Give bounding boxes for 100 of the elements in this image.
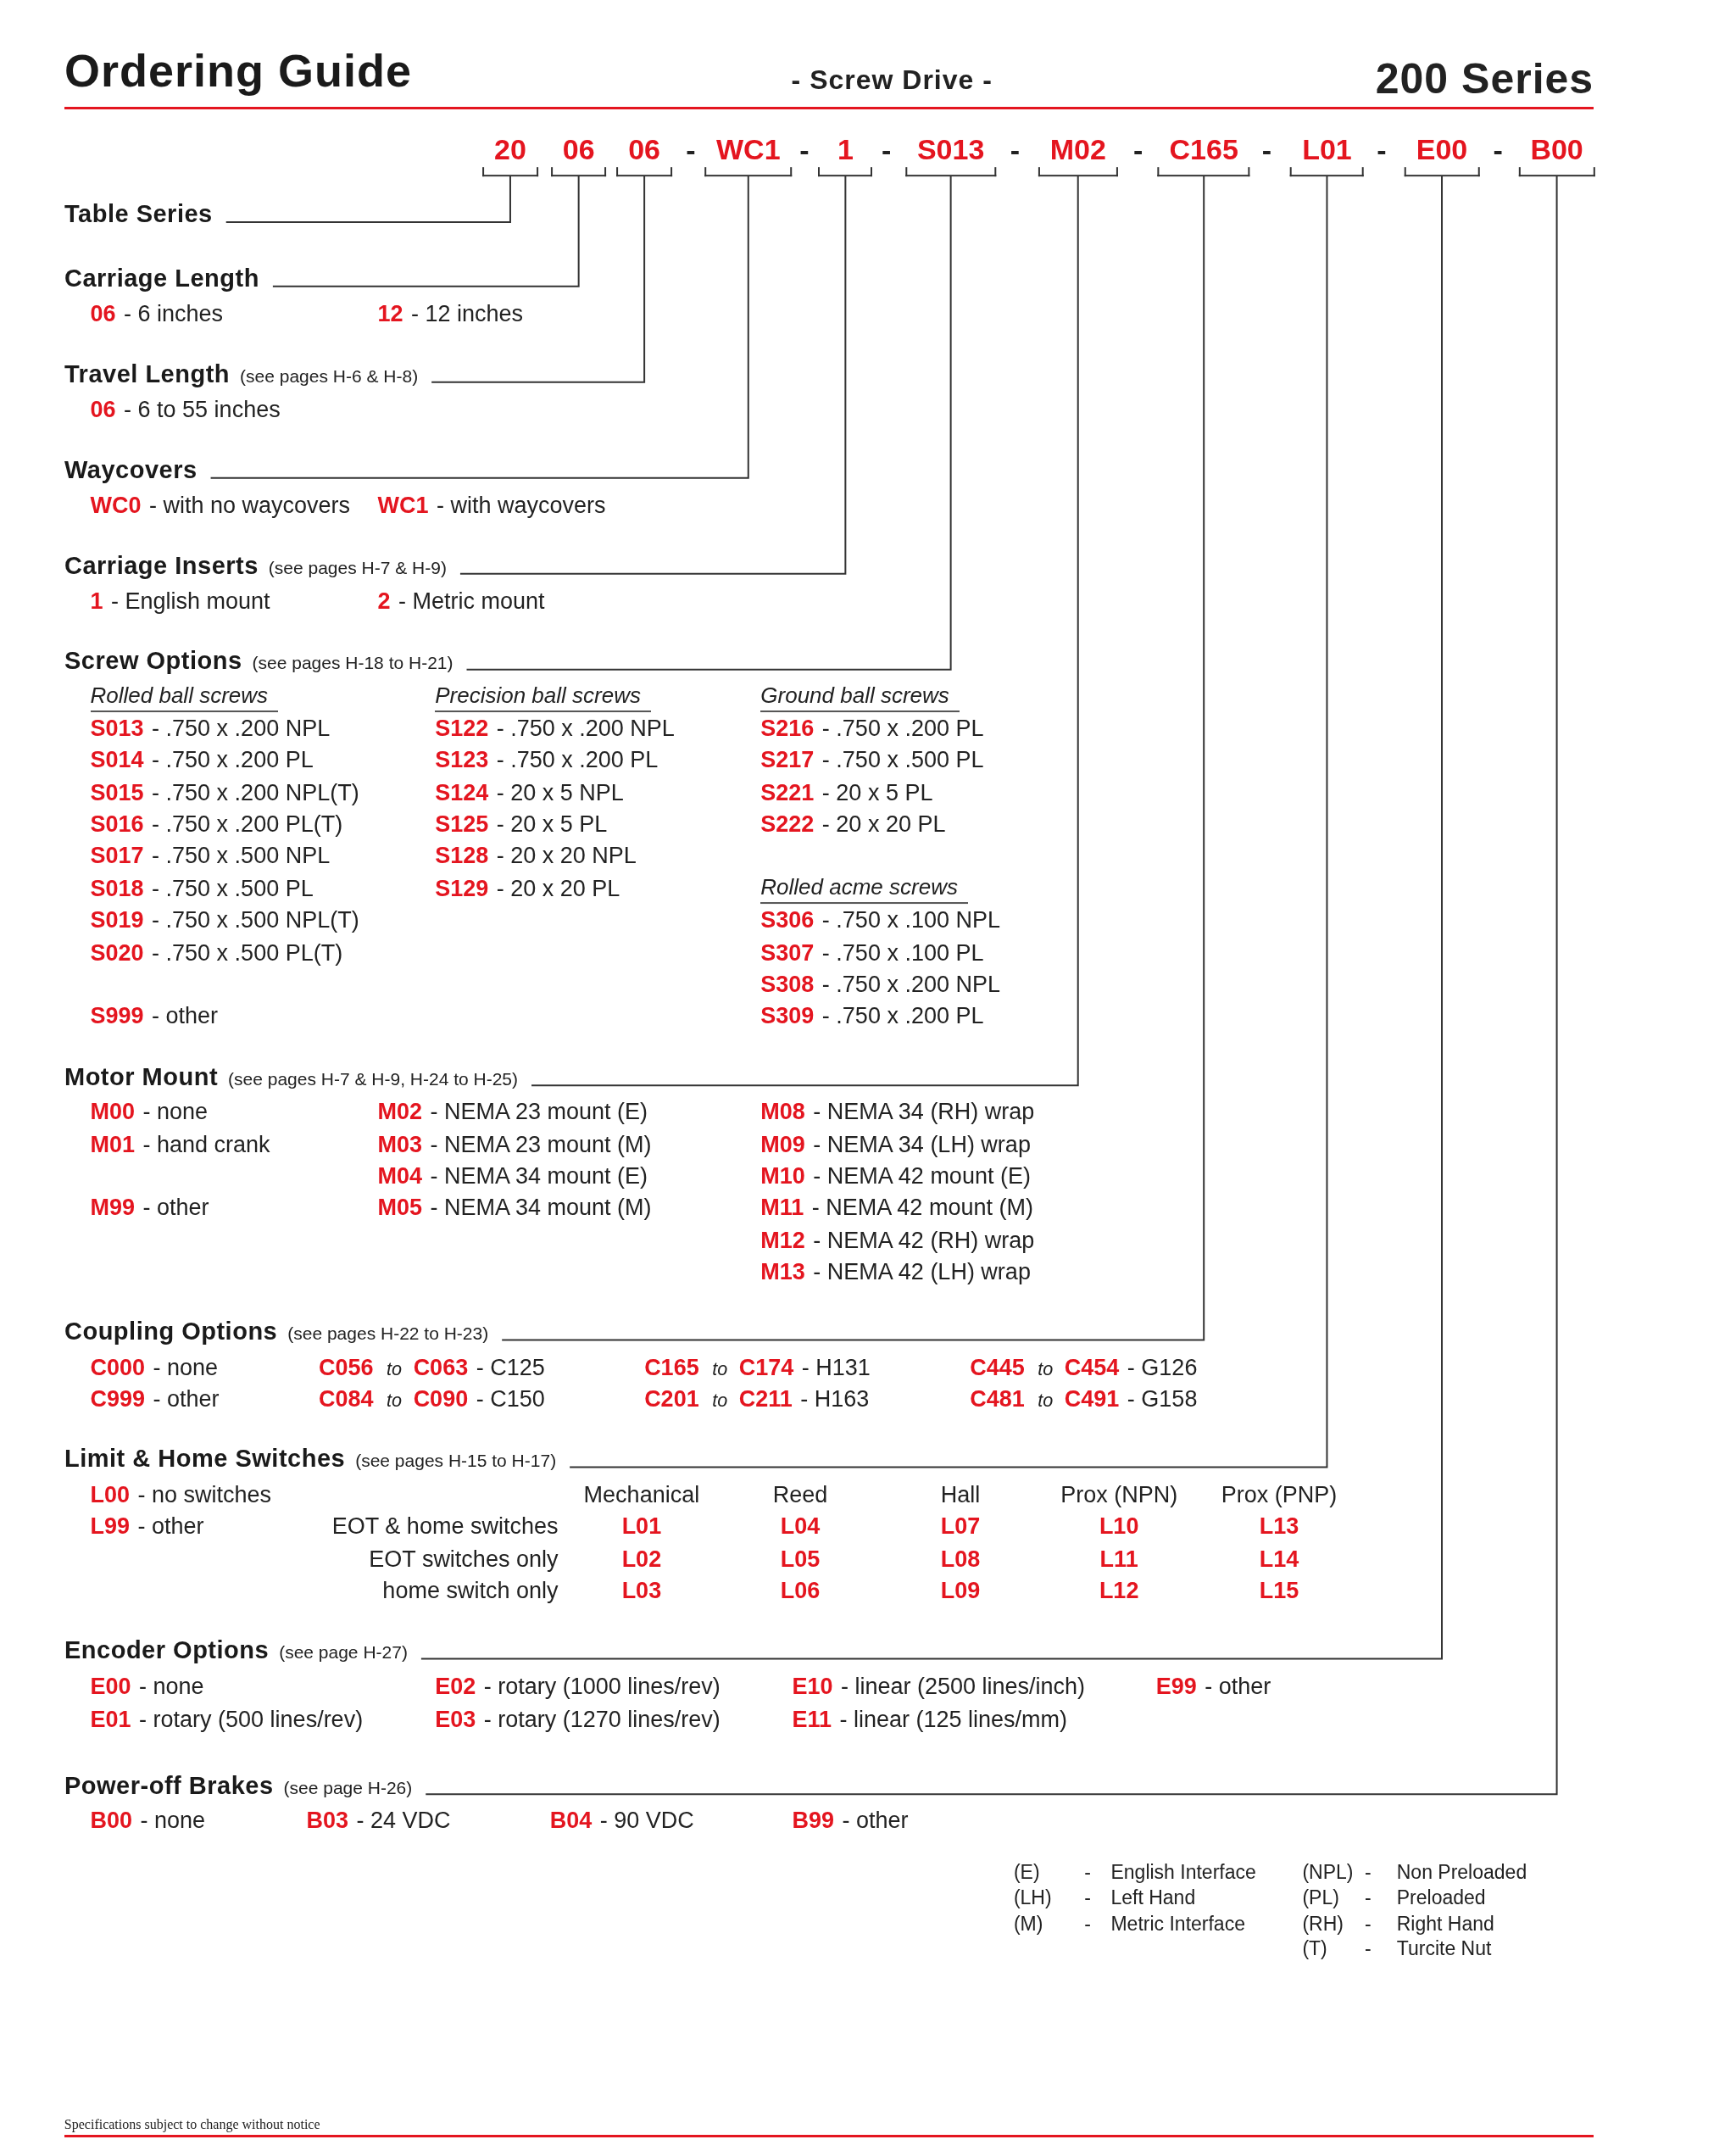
- option-text: S123 - .750 x .200 PL: [435, 747, 659, 774]
- abbreviation: (PL): [1302, 1886, 1339, 1909]
- separator-dash: -: [1084, 1860, 1091, 1883]
- section-title: Limit & Home Switches: [64, 1446, 346, 1472]
- separator-dash: -: [1365, 1912, 1372, 1936]
- option-text: C165 to C174 - H131: [644, 1355, 871, 1382]
- option-text: C056 to C063 - C125: [319, 1355, 545, 1382]
- code-segment: 06: [550, 131, 607, 176]
- option-text: S129 - 20 x 20 PL: [435, 876, 620, 903]
- page-reference: (see page H-27): [279, 1643, 408, 1663]
- part-code: L10: [1099, 1513, 1139, 1540]
- option-text: B03 - 24 VDC: [306, 1808, 451, 1835]
- abbreviation: Right Hand: [1396, 1912, 1494, 1936]
- leader-line: [225, 175, 511, 223]
- part-code: L02: [621, 1546, 662, 1574]
- code-segment: 1: [818, 131, 873, 176]
- section-title: Waycovers: [64, 456, 198, 482]
- option-text: M12 - NEMA 42 (RH) wrap: [760, 1228, 1035, 1255]
- section-title: Travel Length: [64, 360, 231, 387]
- section-title: Coupling Options: [64, 1318, 278, 1345]
- option-text: E01 - rotary (500 lines/rev): [90, 1707, 364, 1734]
- option-text: S221 - 20 x 5 PL: [760, 780, 933, 807]
- abbreviation: English Interface: [1110, 1860, 1256, 1883]
- option-text: S309 - .750 x .200 PL: [760, 1003, 984, 1030]
- leader-line: [465, 175, 952, 671]
- abbreviation: (LH): [1013, 1886, 1052, 1909]
- part-code: L14: [1259, 1546, 1299, 1574]
- column-header: Hall: [940, 1482, 981, 1509]
- abbreviation: (RH): [1302, 1912, 1344, 1936]
- option-text: S124 - 20 x 5 NPL: [435, 780, 624, 807]
- option-text: S217 - .750 x .500 PL: [760, 747, 984, 774]
- section-title: Carriage Inserts: [64, 552, 259, 578]
- option-text: S019 - .750 x .500 NPL(T): [90, 907, 359, 934]
- option-text: B04 - 90 VDC: [549, 1808, 694, 1835]
- option-text: S307 - .750 x .100 PL: [760, 940, 984, 967]
- separator-dash: -: [1084, 1912, 1091, 1936]
- category-heading: Ground ball screws: [760, 683, 960, 712]
- option-text: E02 - rotary (1000 lines/rev): [435, 1674, 721, 1701]
- option-text: 06 - 6 inches: [90, 301, 224, 328]
- section-title: Power-off Brakes: [64, 1772, 274, 1799]
- part-code: L12: [1099, 1578, 1139, 1605]
- code-segment: L01: [1290, 131, 1364, 176]
- part-code: L11: [1099, 1546, 1138, 1574]
- code-segment: E00: [1404, 131, 1480, 176]
- leader-line: [501, 175, 1205, 1341]
- option-text: M10 - NEMA 42 mount (E): [760, 1163, 1031, 1190]
- column-header: Mechanical: [583, 1482, 700, 1509]
- row-label: EOT & home switches: [331, 1513, 559, 1540]
- option-text: E10 - linear (2500 lines/inch): [792, 1674, 1086, 1701]
- option-text: WC0 - with no waycovers: [90, 493, 351, 520]
- leader-line: [271, 175, 580, 287]
- option-text: M99 - other: [90, 1195, 209, 1222]
- option-text: 1 - English mount: [90, 588, 270, 616]
- option-text: S128 - 20 x 20 NPL: [435, 843, 637, 870]
- option-text: M04 - NEMA 34 mount (E): [377, 1163, 648, 1190]
- option-text: S015 - .750 x .200 NPL(T): [90, 780, 359, 807]
- abbreviation: (M): [1013, 1912, 1043, 1936]
- page-reference: (see page H-26): [283, 1778, 413, 1797]
- code-segment: WC1: [704, 131, 793, 176]
- section-title: Carriage Length: [64, 265, 259, 291]
- page-reference: (see pages H-18 to H-21): [252, 654, 453, 673]
- separator-dash: -: [1377, 133, 1387, 168]
- option-text: M08 - NEMA 34 (RH) wrap: [760, 1099, 1035, 1126]
- page-reference: (see pages H-7 & H-9, H-24 to H-25): [228, 1069, 518, 1089]
- leader-line: [420, 175, 1443, 1660]
- abbreviation: (T): [1302, 1936, 1327, 1960]
- part-code: L03: [621, 1578, 662, 1605]
- subtitle: - Screw Drive -: [791, 64, 993, 95]
- abbreviation: Metric Interface: [1110, 1912, 1245, 1936]
- abbreviation: Left Hand: [1110, 1886, 1196, 1909]
- leader-line: [431, 175, 646, 383]
- option-text: L00 - no switches: [90, 1482, 272, 1509]
- option-text: M05 - NEMA 34 mount (M): [377, 1195, 652, 1222]
- option-text: E00 - none: [90, 1674, 204, 1701]
- column-header: Prox (PNP): [1221, 1482, 1338, 1509]
- option-text: WC1 - with waycovers: [377, 493, 606, 520]
- abbreviation: Preloaded: [1396, 1886, 1486, 1909]
- page-title: Ordering Guide: [64, 44, 413, 97]
- option-text: S013 - .750 x .200 NPL: [90, 716, 331, 743]
- option-text: C445 to C454 - G126: [970, 1355, 1198, 1382]
- option-text: S306 - .750 x .100 NPL: [760, 907, 1000, 934]
- option-text: M09 - NEMA 34 (LH) wrap: [760, 1132, 1031, 1159]
- option-text: E03 - rotary (1270 lines/rev): [435, 1707, 721, 1734]
- separator-dash: -: [1365, 1860, 1372, 1883]
- separator-dash: -: [1493, 133, 1503, 168]
- part-code: L13: [1259, 1513, 1299, 1540]
- code-segment: M02: [1038, 131, 1118, 176]
- part-code: L06: [780, 1578, 821, 1605]
- leader-line: [209, 175, 749, 479]
- leader-line: [459, 175, 847, 575]
- column-header: Reed: [772, 1482, 828, 1509]
- option-text: 06 - 6 to 55 inches: [90, 397, 281, 424]
- page-reference: (see pages H-7 & H-9): [268, 558, 447, 577]
- option-text: M03 - NEMA 23 mount (M): [377, 1132, 652, 1159]
- abbreviation: (E): [1013, 1860, 1040, 1883]
- footnote: Specifications subject to change without notice: [64, 2117, 320, 2133]
- abbreviation: Non Preloaded: [1396, 1860, 1527, 1883]
- separator-dash: -: [1084, 1886, 1091, 1909]
- part-code: L07: [940, 1513, 981, 1540]
- code-segment: B00: [1518, 131, 1595, 176]
